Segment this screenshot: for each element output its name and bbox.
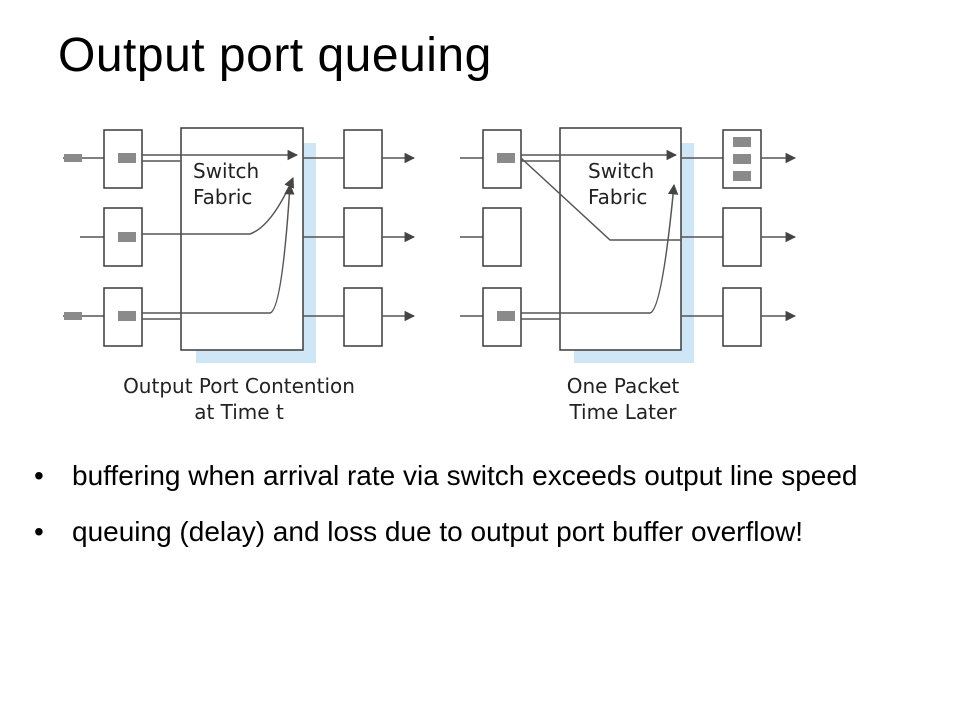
- left-output-port-3: [303, 287, 416, 347]
- left-caption-line1: Output Port Contention: [123, 374, 355, 398]
- left-caption-line2: at Time t: [194, 400, 284, 424]
- queued-packet: [118, 153, 136, 163]
- right-fabric-label-line2: Fabric: [588, 185, 647, 209]
- right-panel: Switch Fabric: [460, 127, 797, 424]
- queued-packet: [497, 311, 515, 321]
- right-caption-line1: One Packet: [567, 374, 680, 398]
- slide-title: Output port queuing: [58, 29, 492, 82]
- queued-packet: [733, 171, 751, 181]
- left-output-port-2: [303, 207, 416, 267]
- right-input-port-2: [460, 207, 522, 267]
- bullet-item: • buffering when arrival rate via switch…: [34, 458, 934, 494]
- left-input-port-3: [63, 287, 143, 347]
- output-port-box: [343, 287, 383, 347]
- left-input-port-2: [80, 207, 143, 267]
- queued-packet: [497, 153, 515, 163]
- left-panel: Switch Fabric: [63, 127, 416, 424]
- bullet-text: buffering when arrival rate via switch e…: [72, 460, 858, 491]
- output-port-box: [343, 129, 383, 189]
- output-port-box: [343, 207, 383, 267]
- right-caption-line2: Time Later: [568, 400, 677, 424]
- output-port-box: [722, 287, 762, 347]
- right-fabric-path-3: [521, 183, 679, 314]
- input-port-box: [482, 207, 522, 267]
- switch-diagram: Switch Fabric: [63, 127, 797, 424]
- right-input-port-1: [460, 129, 522, 189]
- bullet-item: • queuing (delay) and loss due to output…: [34, 514, 934, 550]
- queued-packet: [118, 232, 136, 242]
- right-output-port-3: [681, 287, 797, 347]
- right-fabric-path-2: [520, 157, 681, 241]
- bullet-text: queuing (delay) and loss due to output p…: [72, 516, 804, 547]
- queued-packet: [733, 154, 751, 164]
- right-fabric-label-line1: Switch: [588, 159, 654, 183]
- fabric-path-3: [142, 183, 295, 314]
- right-input-port-3: [460, 287, 522, 347]
- left-input-port-1: [63, 129, 143, 189]
- right-output-port-2: [681, 207, 797, 267]
- left-output-port-1: [303, 129, 416, 189]
- bullet-dot: •: [34, 460, 44, 491]
- queued-packet: [118, 311, 136, 321]
- right-output-port-1: [681, 129, 797, 189]
- queued-packet: [733, 137, 751, 147]
- bullet-list: • buffering when arrival rate via switch…: [34, 458, 934, 570]
- left-fabric-label-line2: Fabric: [193, 185, 252, 209]
- left-fabric-label-line1: Switch: [193, 159, 259, 183]
- arriving-packet: [64, 312, 82, 320]
- output-port-box: [722, 207, 762, 267]
- bullet-dot: •: [34, 516, 44, 547]
- arriving-packet: [64, 154, 82, 162]
